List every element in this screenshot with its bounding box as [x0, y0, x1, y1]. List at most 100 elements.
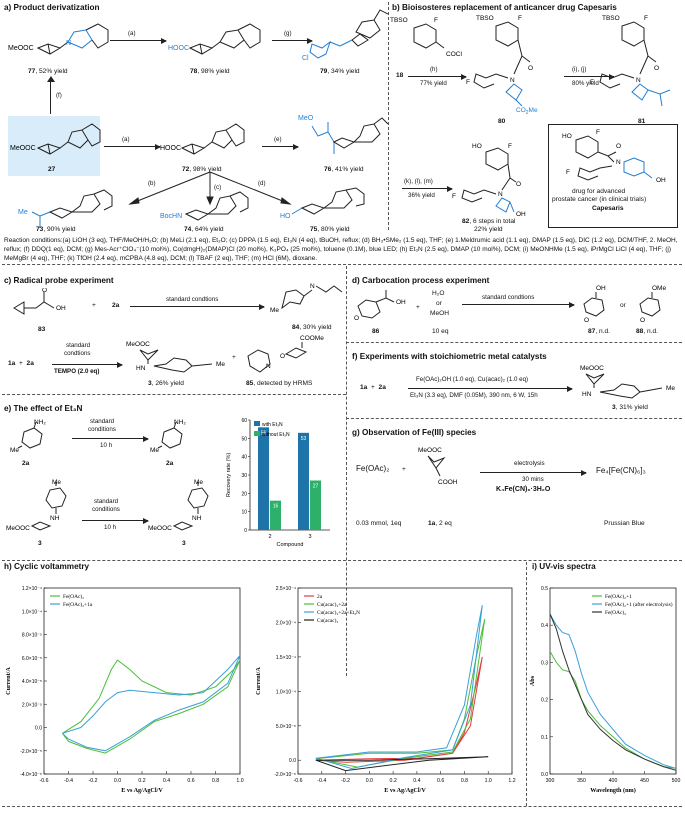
- chart1-series-0: [62, 659, 241, 754]
- compound-87-structure: OH O: [583, 285, 606, 324]
- svg-text:F: F: [434, 17, 438, 24]
- svg-text:N: N: [66, 40, 71, 47]
- compound-3-label-f: 3, 31% yield: [612, 404, 648, 411]
- bar-legend-label-0: with Et₃N: [262, 422, 283, 428]
- svg-text:TBSO: TBSO: [390, 17, 408, 24]
- chart1-legend-label-1: Fe(OAc)₂+1a: [63, 601, 93, 608]
- chart2-xtick-label-5: 0.4: [413, 778, 420, 784]
- chart1-ytick-label-7: 1.0×10⁻⁴: [22, 609, 42, 615]
- compound-3-label-c: 3, 26% yield: [148, 380, 184, 387]
- bar-xlabel: Compound: [277, 542, 304, 548]
- compound-87-label: 87, n.d.: [588, 328, 611, 335]
- chart1-xtick-label-1: -0.4: [64, 778, 73, 784]
- svg-text:F: F: [466, 79, 470, 86]
- chart2-xtick-label-4: 0.2: [390, 778, 397, 784]
- compound-72-label: 72, 98% yield: [182, 166, 222, 173]
- panel-d-or2: or: [620, 302, 626, 309]
- panel-d-meoh: MeOH: [430, 310, 450, 317]
- chart2-ytick-label-0: -2.0×10⁻⁵: [274, 772, 296, 778]
- svg-text:HN: HN: [582, 391, 592, 398]
- svg-text:Me: Me: [194, 479, 203, 486]
- compound-3-structure-f: MeOOC HN Me: [580, 365, 675, 399]
- bar-ytick-label-4: 40: [241, 455, 247, 461]
- panel-g-prussian-blue: Prussian Blue: [604, 520, 645, 527]
- reaction-conditions: Reaction conditions:(a) LiOH (3 eq), THF…: [4, 237, 678, 262]
- svg-text:O: O: [516, 181, 521, 188]
- chart1-xtick-label-4: 0.2: [138, 778, 145, 784]
- panel-e-time: 10 h: [100, 442, 113, 449]
- panel-d-h2o: H₂O: [432, 290, 445, 297]
- compound-3-product-e: MeOOC NH Me: [148, 479, 209, 532]
- svg-text:COOMe: COOMe: [300, 335, 324, 342]
- chart3-ytick-label-4: 0.4: [541, 623, 548, 629]
- bar-ytick-label-0: 0: [244, 528, 247, 534]
- arrow-e2: [82, 517, 149, 524]
- compound-78-label: 78, 98% yield: [190, 68, 230, 75]
- chart2-legend-label-1: Cu(acac)₂+2a: [317, 601, 347, 608]
- bar-data-label-0-0: 56: [261, 430, 267, 436]
- chart1-ytick-label-6: 8.0×10⁻⁵: [22, 633, 42, 639]
- chart1-legend-label-0: Fe(OAc)₂: [63, 593, 84, 600]
- compound-74-structure: BocHN: [160, 191, 249, 221]
- step-b-label: (b): [148, 180, 156, 187]
- panel-c-title: c) Radical probe experiment: [4, 276, 114, 285]
- panel-c-std2: standard: [66, 342, 91, 349]
- svg-text:O: O: [640, 317, 645, 324]
- chart1-ytick-label-4: 4.0×10⁻⁵: [22, 679, 42, 685]
- bar-1-0: [298, 432, 309, 530]
- panel-g-plus: +: [402, 466, 406, 473]
- arrow-e: [262, 143, 299, 150]
- arrow-d: [462, 301, 575, 308]
- bar-ytick-label-6: 60: [241, 418, 247, 424]
- compound-82-label: 82, 6 steps in total: [462, 218, 516, 225]
- chart1-xtick-label-8: 1.0: [236, 778, 243, 784]
- arrow-c2: [52, 361, 123, 368]
- compound-72-structure: HOOC: [160, 123, 245, 155]
- svg-text:N: N: [498, 191, 503, 198]
- svg-text:NH₂: NH₂: [34, 419, 46, 426]
- chart3-xtick-label-4: 500: [672, 778, 681, 784]
- chart3-legend-label-1: Fe(OAc)₂+1 (after electrolysis): [605, 601, 673, 608]
- svg-text:F: F: [452, 193, 456, 200]
- panel-i-title: i) UV-vis spectra: [532, 562, 596, 571]
- c76-ester-label: MeO: [298, 115, 314, 122]
- divider-hi: [526, 562, 527, 806]
- compound-86-structure: OH O: [354, 290, 406, 322]
- chart2-xtick-label-0: -0.6: [294, 778, 303, 784]
- bar-data-label-0-1: 16: [273, 504, 279, 510]
- svg-text:Me: Me: [270, 307, 279, 314]
- chart2-ytick-label-5: 2.0×10⁻⁴: [276, 620, 296, 626]
- panel-e-cond2: conditions: [92, 506, 120, 513]
- svg-text:O: O: [280, 353, 285, 360]
- arrow-a2: [104, 143, 161, 150]
- compound-81-structure: TBSO F O N F: [590, 15, 671, 107]
- svg-text:MeOOC: MeOOC: [126, 341, 150, 348]
- panel-e-3-out: 3: [182, 540, 186, 547]
- chart3-series-1: [549, 613, 677, 769]
- panel-e-2a-out: 2a: [166, 460, 174, 467]
- svg-text:O: O: [42, 288, 47, 294]
- svg-text:F: F: [644, 15, 648, 22]
- panel-b-title: b) Bioisosteres replacement of anticance…: [392, 3, 617, 12]
- compound-1a-structure: MeOOC COOH: [418, 447, 458, 486]
- divider-cd: [346, 266, 347, 676]
- panel-f-cond-bot: Et₃N (3.3 eq), DMF (0.05M), 390 nm, 6 W,…: [410, 392, 538, 399]
- chart2-legend-label-2: Cu(acac)₂+2a+Et₃N: [317, 609, 360, 616]
- bar-ytick-label-2: 20: [241, 491, 247, 497]
- bar-ytick-label-1: 10: [241, 510, 247, 516]
- chart3-legend-label-0: Fe(OAc)₂+1: [605, 593, 632, 600]
- chart2-xtick-label-7: 0.8: [461, 778, 468, 784]
- compound-75-structure: HO: [280, 187, 365, 220]
- chart3-xtick-label-1: 350: [577, 778, 586, 784]
- divider-ce: [2, 394, 346, 395]
- compound-88-label: 88, n.d.: [636, 328, 659, 335]
- svg-text:NH: NH: [192, 515, 202, 522]
- c73-me-label: Me: [18, 209, 28, 216]
- divider-ab: [388, 2, 389, 230]
- c75-ho-label: HO: [280, 213, 291, 220]
- chart2-xtick-label-6: 0.6: [437, 778, 444, 784]
- chart2-legend-label-0: 2a: [317, 594, 323, 600]
- divider-conditions: [2, 264, 682, 265]
